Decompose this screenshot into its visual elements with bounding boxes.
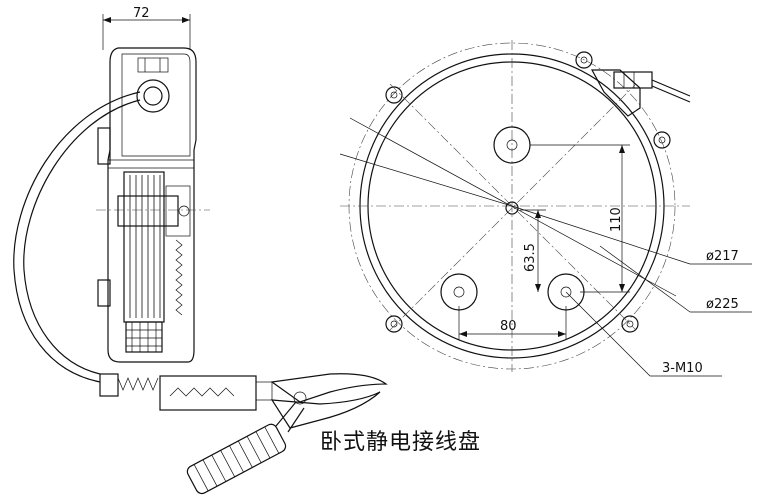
side-view: 72 (13, 6, 388, 495)
dim-dia-217: ø217 (706, 249, 739, 264)
mounting-lugs (385, 51, 671, 333)
dim-dia-225: ø225 (706, 297, 739, 312)
dim-width-72: 72 (133, 6, 150, 21)
dim-height-63-5: 63.5 (523, 243, 538, 272)
drawing-caption: 卧式静电接线盘 (320, 430, 482, 455)
front-view: 110 63.5 80 ø217 ø225 3-M10 (339, 40, 752, 377)
dim-height-110: 110 (609, 207, 624, 232)
dim-spacing-80: 80 (500, 319, 517, 334)
dim-thread-3-m10: 3-M10 (662, 361, 703, 376)
